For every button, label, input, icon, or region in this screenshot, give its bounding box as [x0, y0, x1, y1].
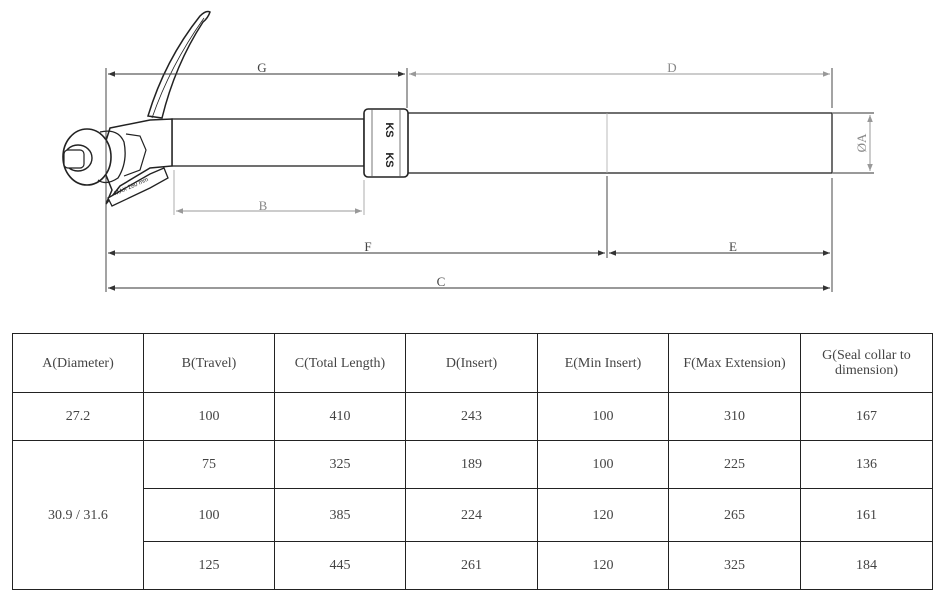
cell-max-extension: 265	[668, 488, 801, 542]
cell-travel: 100	[143, 392, 275, 441]
seatpost-dimension-drawing: KS KS MAX 280 mm G D ØA B F E C	[62, 10, 874, 292]
cell-total-length: 385	[274, 488, 406, 542]
header-total-length: C(Total Length)	[274, 333, 406, 393]
cell-insert: 243	[405, 392, 538, 441]
spec-table: A(Diameter) B(Travel) C(Total Length) D(…	[12, 333, 933, 590]
cell-travel: 125	[143, 541, 275, 590]
remote-lever	[147, 10, 211, 119]
table-row: 30.9 / 31.6 75 325 189 100 225 136	[12, 440, 933, 590]
dim-label-b: B	[259, 198, 268, 213]
cell-seal-collar: 184	[800, 541, 933, 590]
dim-label-c: C	[437, 274, 446, 289]
cell-insert: 261	[405, 541, 538, 590]
header-insert: D(Insert)	[405, 333, 538, 393]
cell-diameter: 30.9 / 31.6	[12, 440, 144, 590]
table-header-row: A(Diameter) B(Travel) C(Total Length) D(…	[12, 333, 933, 393]
table-row: 125 445 261 120 325 184	[13, 541, 933, 590]
cell-total-length: 325	[274, 440, 406, 489]
cell-seal-collar: 167	[800, 392, 933, 441]
table-row: 100 385 224 120 265 161	[13, 488, 933, 542]
cell-seal-collar: 161	[800, 488, 933, 542]
cell-diameter: 27.2	[12, 392, 144, 441]
table-row: 27.2 100 410 243 100 310 167	[12, 392, 933, 441]
lower-tube	[406, 112, 833, 174]
stanchion	[171, 118, 365, 167]
header-seal-collar: G(Seal collar to dimension)	[800, 333, 933, 393]
cell-total-length: 445	[274, 541, 406, 590]
cell-seal-collar: 136	[800, 440, 933, 489]
cell-min-insert: 100	[537, 440, 669, 489]
header-max-extension: F(Max Extension)	[668, 333, 801, 393]
cell-travel: 100	[143, 488, 275, 542]
collar-mark-top: KS	[383, 122, 395, 137]
cell-total-length: 410	[274, 392, 406, 441]
dim-label-f: F	[364, 239, 371, 254]
cell-min-insert: 100	[537, 392, 669, 441]
seatpost-outline	[62, 10, 833, 207]
cell-max-extension: 310	[668, 392, 801, 441]
header-diameter: A(Diameter)	[12, 333, 144, 393]
cell-min-insert: 120	[537, 541, 669, 590]
header-min-insert: E(Min Insert)	[537, 333, 669, 393]
cell-insert: 224	[405, 488, 538, 542]
extension-lines	[105, 68, 874, 292]
cell-max-extension: 325	[668, 541, 801, 590]
cell-travel: 75	[143, 440, 275, 489]
dim-label-g: G	[257, 60, 266, 75]
collar-mark-bottom: KS	[383, 152, 395, 167]
cell-insert: 189	[405, 440, 538, 489]
seal-collar	[363, 108, 409, 178]
cell-max-extension: 225	[668, 440, 801, 489]
header-travel: B(Travel)	[143, 333, 275, 393]
dim-label-e: E	[729, 239, 737, 254]
dim-label-d: D	[667, 60, 676, 75]
dim-label-a: ØA	[854, 133, 869, 152]
cell-min-insert: 120	[537, 488, 669, 542]
